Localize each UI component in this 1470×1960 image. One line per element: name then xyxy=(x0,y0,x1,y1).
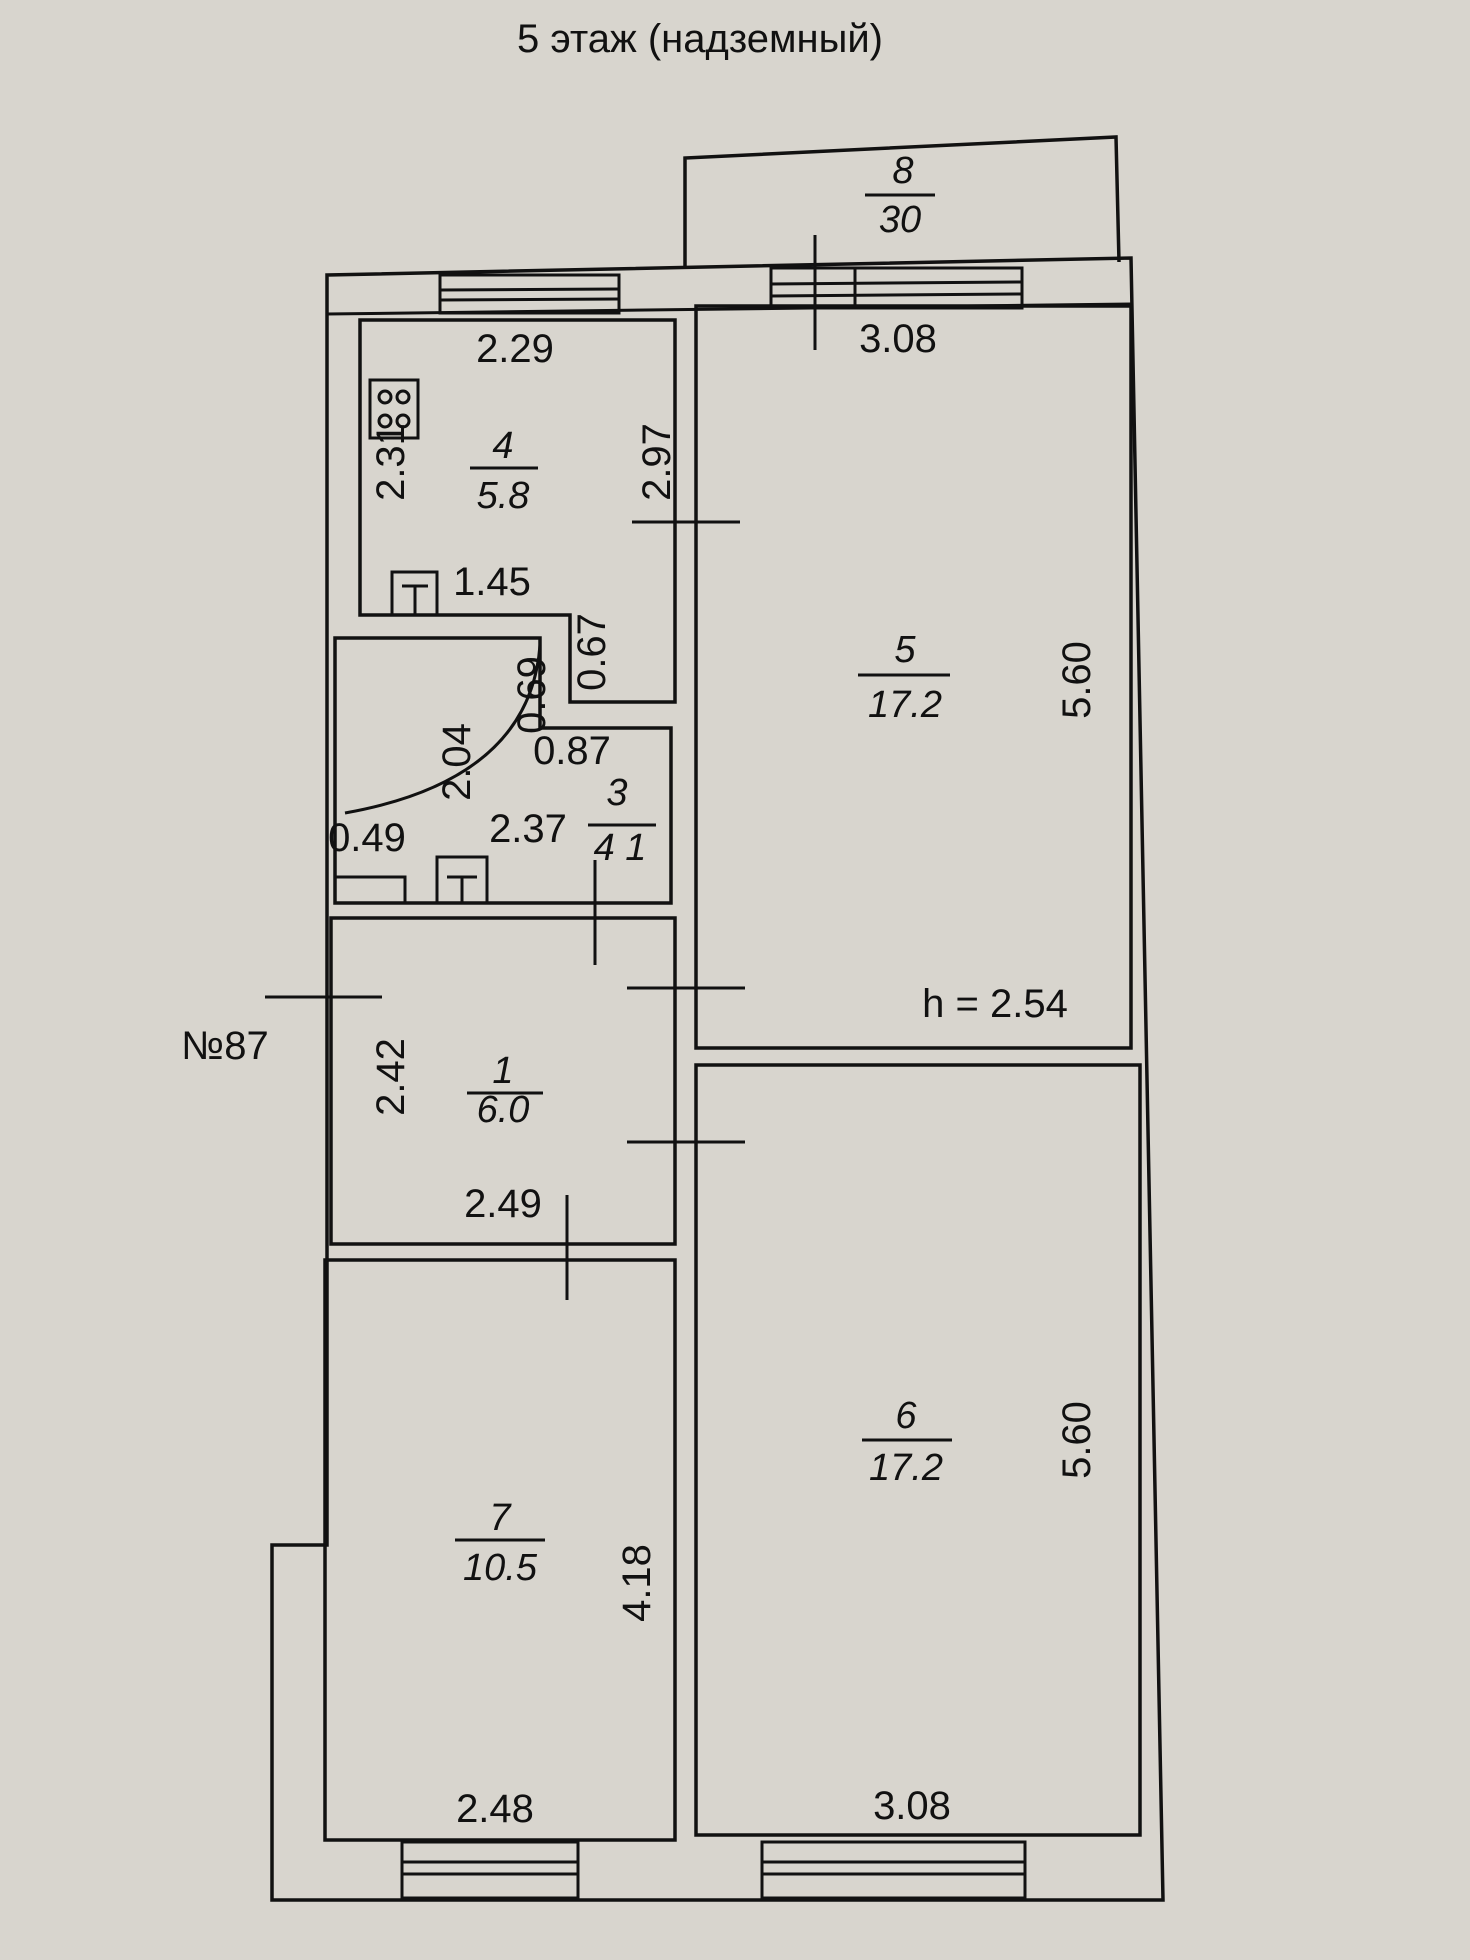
svg-text:17.2: 17.2 xyxy=(868,684,942,726)
dim-room5-width: 3.08 xyxy=(859,317,937,361)
dim-kitchen-notch: 0.67 xyxy=(570,613,614,691)
room-7 xyxy=(323,1258,677,1842)
door-swing-arc xyxy=(344,644,542,815)
apartment-number: №87 xyxy=(181,1024,268,1068)
door-marks xyxy=(265,235,817,1300)
balcony-outline xyxy=(683,135,1121,268)
dim-hall-width: 2.49 xyxy=(464,1182,542,1226)
dim-bath-length: 2.37 xyxy=(489,807,567,851)
svg-text:6.0: 6.0 xyxy=(477,1089,530,1131)
bathtub-icon xyxy=(333,875,407,905)
dim-bath-small: 0.49 xyxy=(328,816,406,860)
svg-text:1: 1 xyxy=(492,1050,513,1092)
dim-room5-length: 5.60 xyxy=(1055,641,1099,719)
riser-icon xyxy=(390,570,439,617)
dim-room6-width: 3.08 xyxy=(873,1784,951,1828)
svg-text:30: 30 xyxy=(879,199,921,241)
svg-text:4: 4 xyxy=(492,425,513,467)
dim-bath-notch: 0.87 xyxy=(533,729,611,773)
dim-room7-length: 4.18 xyxy=(615,1544,659,1622)
room-label-7: 7 10.5 xyxy=(455,1497,545,1589)
room-6 xyxy=(694,1063,1142,1837)
dim-bath-door: 0.69 xyxy=(510,656,554,734)
svg-text:8: 8 xyxy=(892,150,913,192)
window-room-6 xyxy=(760,1840,1027,1900)
room-1-hall xyxy=(329,916,677,1246)
outer-wall xyxy=(270,256,1165,1902)
svg-text:10.5: 10.5 xyxy=(463,1547,538,1589)
svg-text:7: 7 xyxy=(489,1497,512,1539)
ceiling-height: h = 2.54 xyxy=(922,982,1068,1026)
room-label-6: 6 17.2 xyxy=(862,1395,952,1489)
room-4-kitchen xyxy=(358,318,677,704)
room-label-4: 4 5.8 xyxy=(470,425,538,517)
svg-text:3: 3 xyxy=(606,772,627,814)
svg-text:4 1: 4 1 xyxy=(594,827,647,869)
dim-room7-width: 2.48 xyxy=(456,1787,534,1831)
dim-kitchen-height: 2.97 xyxy=(635,423,679,501)
svg-text:17.2: 17.2 xyxy=(869,1447,943,1489)
dim-room6-length: 5.60 xyxy=(1055,1401,1099,1479)
stove-icon xyxy=(368,378,420,440)
room-label-5: 5 17.2 xyxy=(858,629,950,726)
room-label-8: 8 30 xyxy=(865,150,935,241)
window-kitchen xyxy=(438,273,621,315)
dim-bath-side: 2.04 xyxy=(435,723,479,801)
riser-icon xyxy=(435,855,489,905)
svg-text:5.8: 5.8 xyxy=(477,475,530,517)
room-5 xyxy=(694,304,1133,1050)
dim-kitchen-width: 2.29 xyxy=(476,327,554,371)
plan-title: 5 этаж (надземный) xyxy=(517,17,883,61)
dim-hall-side: 2.42 xyxy=(369,1038,413,1116)
svg-text:5: 5 xyxy=(894,629,916,671)
window-room-5 xyxy=(769,266,1024,310)
room-label-1: 1 6.0 xyxy=(467,1050,543,1131)
room-label-3: 3 4 1 xyxy=(588,772,656,869)
svg-text:6: 6 xyxy=(895,1395,917,1437)
dim-kitchen-left: 2.31 xyxy=(369,423,413,501)
dim-kitchen-step: 1.45 xyxy=(453,560,531,604)
window-room-7 xyxy=(400,1840,580,1900)
